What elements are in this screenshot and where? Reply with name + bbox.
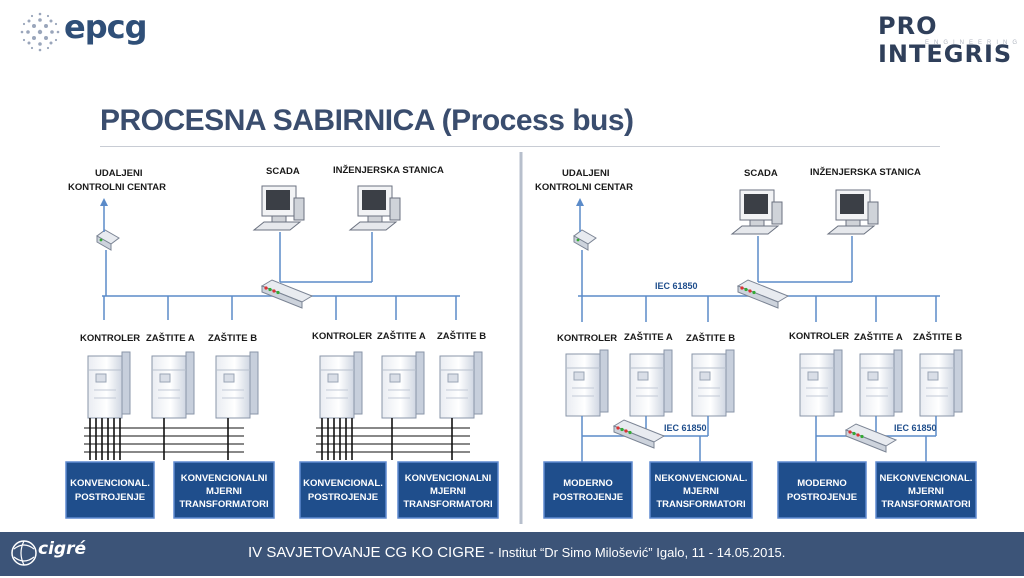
right-engineering-pc-icon — [827, 189, 879, 235]
left-box-2-line2: MJERNI — [206, 486, 242, 497]
right-cabinet-5-icon — [859, 349, 903, 417]
left-remote-modem-icon — [96, 229, 120, 251]
right-process-switch-1-icon — [613, 419, 665, 449]
right-diagram: UDALJENI KONTROLNI CENTAR SCADA INŽENJER… — [535, 166, 977, 519]
left-bay2-protection-b-label: ZAŠTITE B — [437, 330, 486, 342]
right-process-bus-label-2: IEC 61850 — [894, 423, 937, 433]
right-box-4-line3: TRANSFORMATORI — [881, 499, 970, 510]
left-box-3-line1: KONVENCIONAL. — [303, 478, 383, 489]
right-bay1-controller-label: KONTROLER — [557, 333, 617, 344]
epcg-logo-text: epcg — [64, 8, 147, 46]
right-box-1 — [543, 461, 633, 519]
right-box-2-line1: NEKONVENCIONAL. — [655, 473, 748, 484]
left-box-4-line1: KONVENCIONALNI — [405, 473, 492, 484]
footer-text-main: IV SAVJETOVANJE CG KO CIGRE - — [248, 544, 499, 561]
right-box-4-line1: NEKONVENCIONAL. — [880, 473, 973, 484]
right-box-2 — [649, 461, 753, 519]
right-box-3-line2: POSTROJENJE — [787, 492, 857, 503]
left-bay1-controller-label: KONTROLER — [80, 333, 140, 344]
right-station-bus-label: IEC 61850 — [655, 281, 698, 291]
left-box-1 — [65, 461, 155, 519]
left-bay1-protection-b-label: ZAŠTITE B — [208, 332, 257, 344]
left-scada-label: SCADA — [266, 166, 300, 177]
left-cabinet-3-icon — [215, 351, 259, 419]
right-box-3 — [777, 461, 867, 519]
cigre-logo: cigré — [10, 535, 90, 575]
left-box-1-line2: POSTROJENJE — [75, 492, 145, 503]
left-cabinet-6-icon — [439, 351, 483, 419]
left-box-4 — [397, 461, 499, 519]
left-box-3-line2: POSTROJENJE — [308, 492, 378, 503]
right-box-2-line2: MJERNI — [683, 486, 719, 497]
right-bay2-protection-b-label: ZAŠTITE B — [913, 331, 962, 343]
right-station-switch-icon — [737, 279, 789, 309]
footer-bar: IV SAVJETOVANJE CG KO CIGRE - Institut “… — [0, 532, 1024, 576]
epcg-logo-mark — [20, 12, 60, 52]
right-box-3-line1: MODERNO — [797, 478, 847, 489]
left-engineering-pc-icon — [349, 185, 401, 231]
right-bay2-protection-a-label: ZAŠTITE A — [854, 331, 903, 343]
left-box-3 — [299, 461, 387, 519]
right-cabinet-3-icon — [691, 349, 735, 417]
left-box-4-line3: TRANSFORMATORI — [403, 499, 492, 510]
left-diagram: UDALJENI KONTROLNI CENTAR SCADA INŽENJER… — [65, 164, 499, 519]
left-box-2-line3: TRANSFORMATORI — [179, 499, 268, 510]
left-bay2-protection-a-label: ZAŠTITE A — [377, 330, 426, 342]
right-box-1-line2: POSTROJENJE — [553, 492, 623, 503]
left-box-1-line1: KONVENCIONAL. — [70, 478, 150, 489]
footer-text: IV SAVJETOVANJE CG KO CIGRE - Institut “… — [248, 544, 785, 561]
left-engineering-station-label: INŽENJERSKA STANICA — [333, 164, 444, 176]
right-engineering-station-label: INŽENJERSKA STANICA — [810, 166, 921, 178]
left-box-2 — [173, 461, 275, 519]
left-bay2-controller-label: KONTROLER — [312, 331, 372, 342]
prointegris-logo: PRO INTEGRIS — [878, 12, 1013, 68]
right-process-bus-label-1: IEC 61850 — [664, 423, 707, 433]
right-box-4 — [875, 461, 977, 519]
right-bay1-protection-a-label: ZAŠTITE A — [624, 331, 673, 343]
cigre-globe-icon — [11, 540, 37, 566]
prointegris-logo-sub: ENGINEERING — [925, 40, 1023, 46]
right-cabinet-6-icon — [919, 349, 963, 417]
right-box-2-line3: TRANSFORMATORI — [656, 499, 745, 510]
left-cabinet-2-icon — [151, 351, 195, 419]
right-cabinet-1-icon — [565, 349, 609, 417]
right-bay1-protection-b-label: ZAŠTITE B — [686, 332, 735, 344]
right-scada-pc-icon — [731, 189, 783, 235]
right-bay2-controller-label: KONTROLER — [789, 331, 849, 342]
right-remote-center-label-1: UDALJENI — [562, 168, 610, 179]
left-bay1-protection-a-label: ZAŠTITE A — [146, 332, 195, 344]
left-box-2-line1: KONVENCIONALNI — [181, 473, 268, 484]
title-divider — [100, 146, 940, 147]
left-cabinet-1-icon — [87, 351, 131, 419]
page-title: PROCESNA SABIRNICA (Process bus) — [100, 104, 634, 137]
cigre-logo-text: cigré — [38, 539, 86, 559]
footer-text-detail: Institut “Dr Simo Milošević” Igalo, 11 -… — [498, 545, 786, 560]
left-remote-center-label-1: UDALJENI — [95, 168, 143, 179]
right-process-switch-2-icon — [845, 423, 897, 453]
left-station-switch-icon — [261, 279, 313, 309]
left-remote-center-label-2: KONTROLNI CENTAR — [68, 182, 166, 193]
left-cabinet-4-icon — [319, 351, 363, 419]
right-cabinet-4-icon — [799, 349, 843, 417]
left-box-4-line2: MJERNI — [430, 486, 466, 497]
left-scada-pc-icon — [253, 185, 305, 231]
right-remote-center-label-2: KONTROLNI CENTAR — [535, 182, 633, 193]
right-cabinet-2-icon — [629, 349, 673, 417]
right-box-1-line1: MODERNO — [563, 478, 613, 489]
left-cabinet-5-icon — [381, 351, 425, 419]
right-remote-modem-icon — [573, 229, 597, 251]
right-scada-label: SCADA — [744, 168, 778, 179]
right-box-4-line2: MJERNI — [908, 486, 944, 497]
